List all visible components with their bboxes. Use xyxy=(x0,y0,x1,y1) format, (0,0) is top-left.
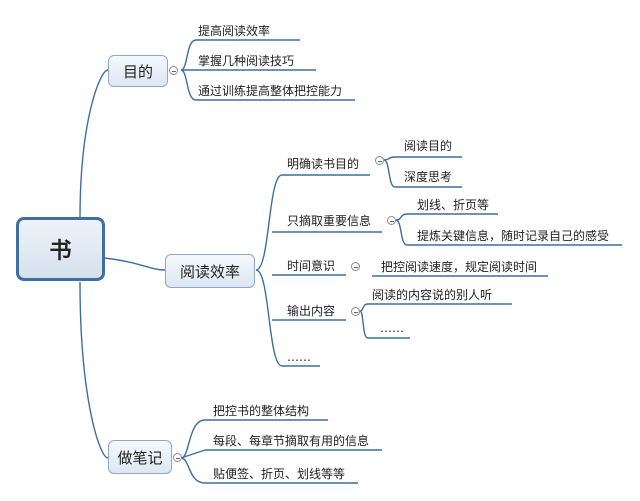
sub-1-collapse-icon[interactable] xyxy=(375,156,384,165)
notes-collapse-icon[interactable] xyxy=(173,453,182,462)
notes-node[interactable]: 做笔记 xyxy=(108,440,172,474)
purpose-item-3[interactable]: 通过训练提高整体把控能力 xyxy=(198,84,343,98)
sub-2-child-1[interactable]: 划线、折页等 xyxy=(417,198,490,212)
sub-4-child-2[interactable]: …… xyxy=(380,321,404,335)
purpose-label: 目的 xyxy=(122,62,153,81)
purpose-item-1[interactable]: 提高阅读效率 xyxy=(198,24,271,38)
efficiency-sub-2[interactable]: 只摘取重要信息 xyxy=(287,214,372,228)
sub-3-child-1[interactable]: 把控阅读速度，规定阅读时间 xyxy=(381,260,538,274)
sub-1-child-2[interactable]: 深度思考 xyxy=(404,170,453,184)
efficiency-fork-top xyxy=(255,174,283,271)
sub-2-fork xyxy=(395,213,408,246)
efficiency-sub-5[interactable]: …… xyxy=(287,350,311,364)
purpose-fork xyxy=(180,39,197,101)
sub-3-collapse-icon[interactable] xyxy=(351,262,360,271)
efficiency-sub-4[interactable]: 输出内容 xyxy=(287,304,336,318)
efficiency-sub-3[interactable]: 时间意识 xyxy=(287,259,336,273)
sub-1-fork xyxy=(383,156,396,188)
root-node[interactable]: 书 xyxy=(16,217,105,281)
root-to-efficiency-curve xyxy=(103,257,166,271)
notes-fork xyxy=(180,419,206,484)
purpose-node[interactable]: 目的 xyxy=(108,55,168,87)
efficiency-fork-mid xyxy=(272,231,282,321)
notes-item-3[interactable]: 贴便签、折页、划线等等 xyxy=(213,467,346,481)
notes-item-2[interactable]: 每段、每章节摘取有用的信息 xyxy=(213,434,370,448)
efficiency-label: 阅读效率 xyxy=(179,262,240,281)
sub-1-child-1[interactable]: 阅读目的 xyxy=(404,139,453,153)
notes-item-1[interactable]: 把控书的整体结构 xyxy=(213,404,310,418)
sub-2-collapse-icon[interactable] xyxy=(387,216,396,225)
efficiency-fork-bottom xyxy=(255,269,283,367)
root-label: 书 xyxy=(49,239,72,264)
efficiency-node[interactable]: 阅读效率 xyxy=(165,254,255,288)
sub-2-child-2[interactable]: 提炼关键信息，随时记录自己的感受 xyxy=(417,229,610,243)
purpose-item-2[interactable]: 掌握几种阅读技巧 xyxy=(198,54,295,68)
root-to-notes-curve xyxy=(79,281,109,459)
efficiency-sub-1[interactable]: 明确读书目的 xyxy=(287,157,360,171)
notes-label: 做笔记 xyxy=(117,448,163,467)
sub-4-fork xyxy=(359,303,369,339)
root-to-purpose-curve xyxy=(79,69,109,219)
sub-4-collapse-icon[interactable] xyxy=(351,307,360,316)
sub-4-child-1[interactable]: 阅读的内容说的别人听 xyxy=(372,288,493,302)
purpose-collapse-icon[interactable] xyxy=(169,66,178,75)
